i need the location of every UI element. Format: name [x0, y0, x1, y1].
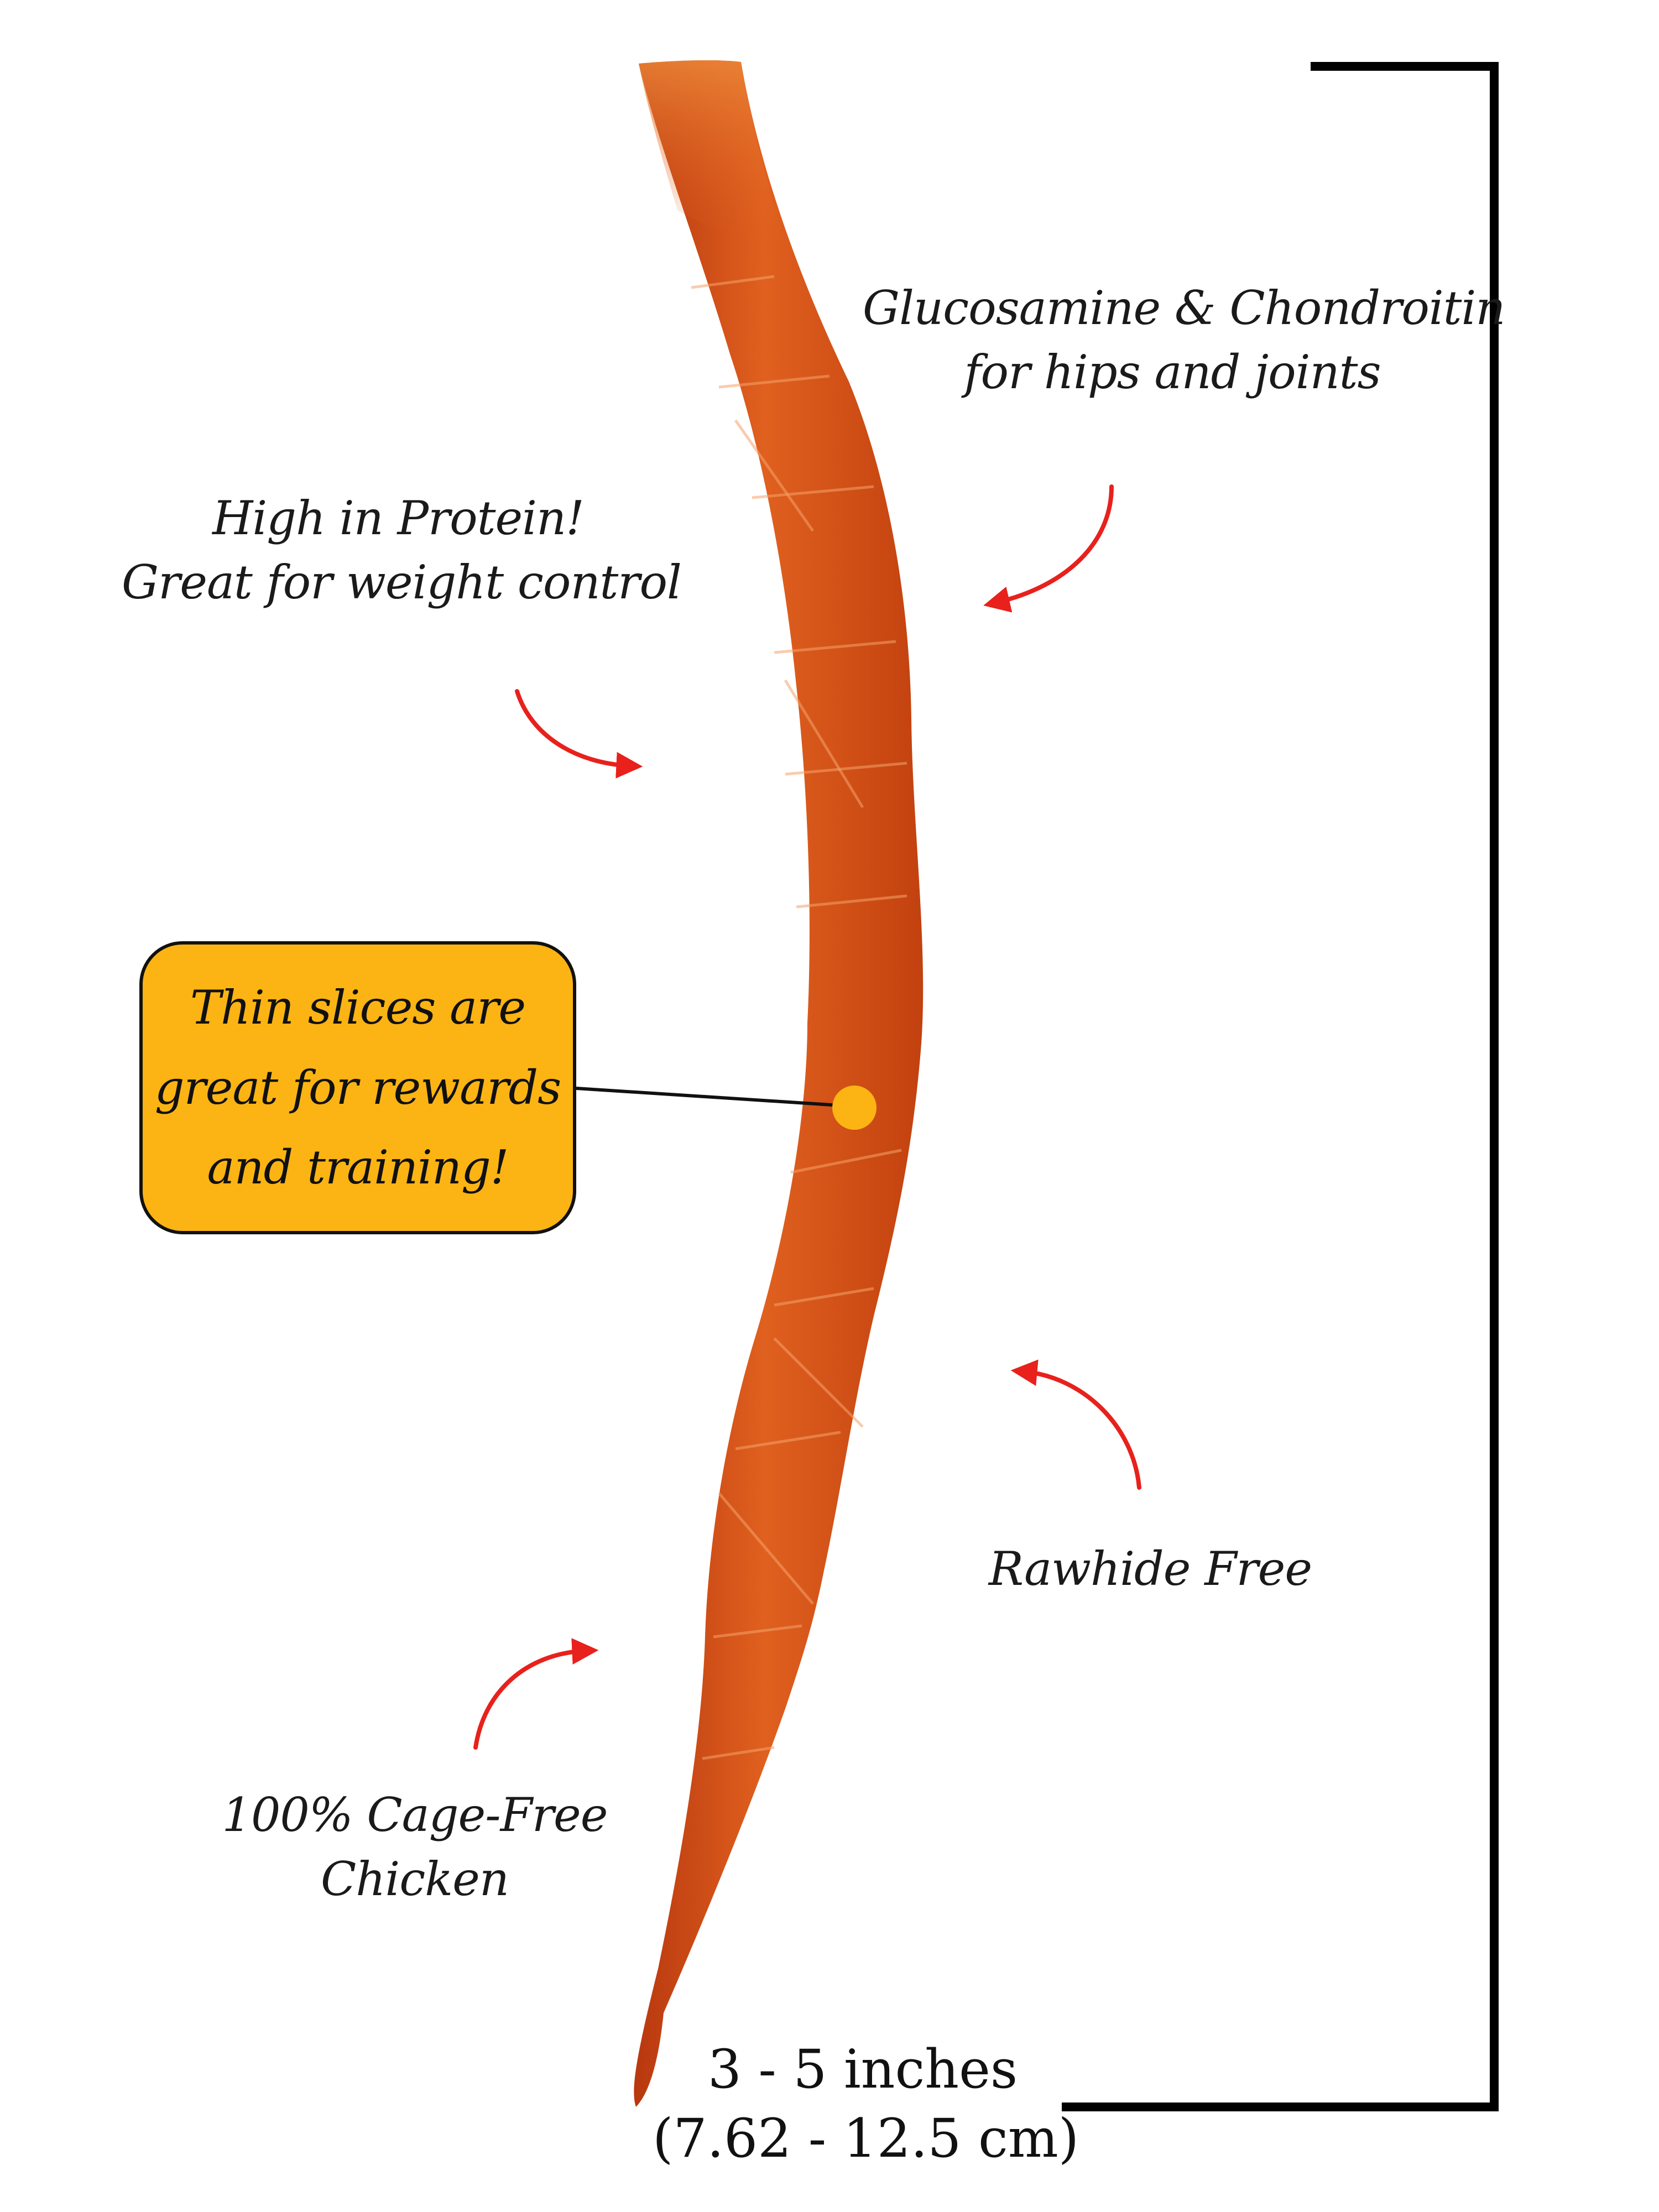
callout-line: Thin slices are: [190, 980, 526, 1035]
jerky-strip-image: [634, 60, 924, 2107]
jerky-texture-lines: [691, 275, 907, 1760]
feature-label-rawhide: Rawhide Free: [984, 1537, 1316, 1601]
feature-label-glucosamine: Glucosamine & Chondroitin for hips and j…: [863, 276, 1506, 405]
callout-line: great for rewards: [154, 1060, 562, 1115]
jerky-body: [634, 60, 924, 2107]
curved-arrow-icon: [515, 689, 643, 779]
feature-line: 100% Cage-Free: [222, 1788, 608, 1842]
callout-connector-line: [576, 1087, 849, 1108]
feature-line: Glucosamine & Chondroitin: [863, 281, 1506, 335]
size-label: 3 - 5 inches (7.62 - 12.5 cm): [653, 2035, 1079, 2173]
feature-line: for hips and joints: [964, 345, 1381, 399]
feature-line: Rawhide Free: [988, 1542, 1312, 1596]
callout-text: Thin slices are great for rewards and tr…: [154, 968, 562, 1207]
callout-box: Thin slices are great for rewards and tr…: [139, 941, 576, 1234]
feature-line: High in Protein!: [212, 491, 585, 545]
feature-label-protein: High in Protein! Great for weight contro…: [122, 487, 682, 615]
curved-arrow-icon: [473, 1638, 599, 1750]
jerky-top-translucent: [639, 60, 785, 243]
feature-line: Great for weight control: [122, 555, 682, 609]
size-cm: (7.62 - 12.5 cm): [653, 2107, 1079, 2169]
size-inches: 3 - 5 inches: [707, 2038, 1018, 2100]
curved-arrow-icon: [1010, 1359, 1141, 1490]
feature-line: Chicken: [321, 1851, 509, 1906]
callout-line: and training!: [207, 1140, 509, 1195]
measurement-bracket: [1062, 62, 1499, 2111]
callout-dot-icon: [832, 1086, 877, 1130]
curved-arrow-icon: [983, 484, 1114, 613]
feature-label-chicken: 100% Cage-Free Chicken: [221, 1783, 608, 1912]
